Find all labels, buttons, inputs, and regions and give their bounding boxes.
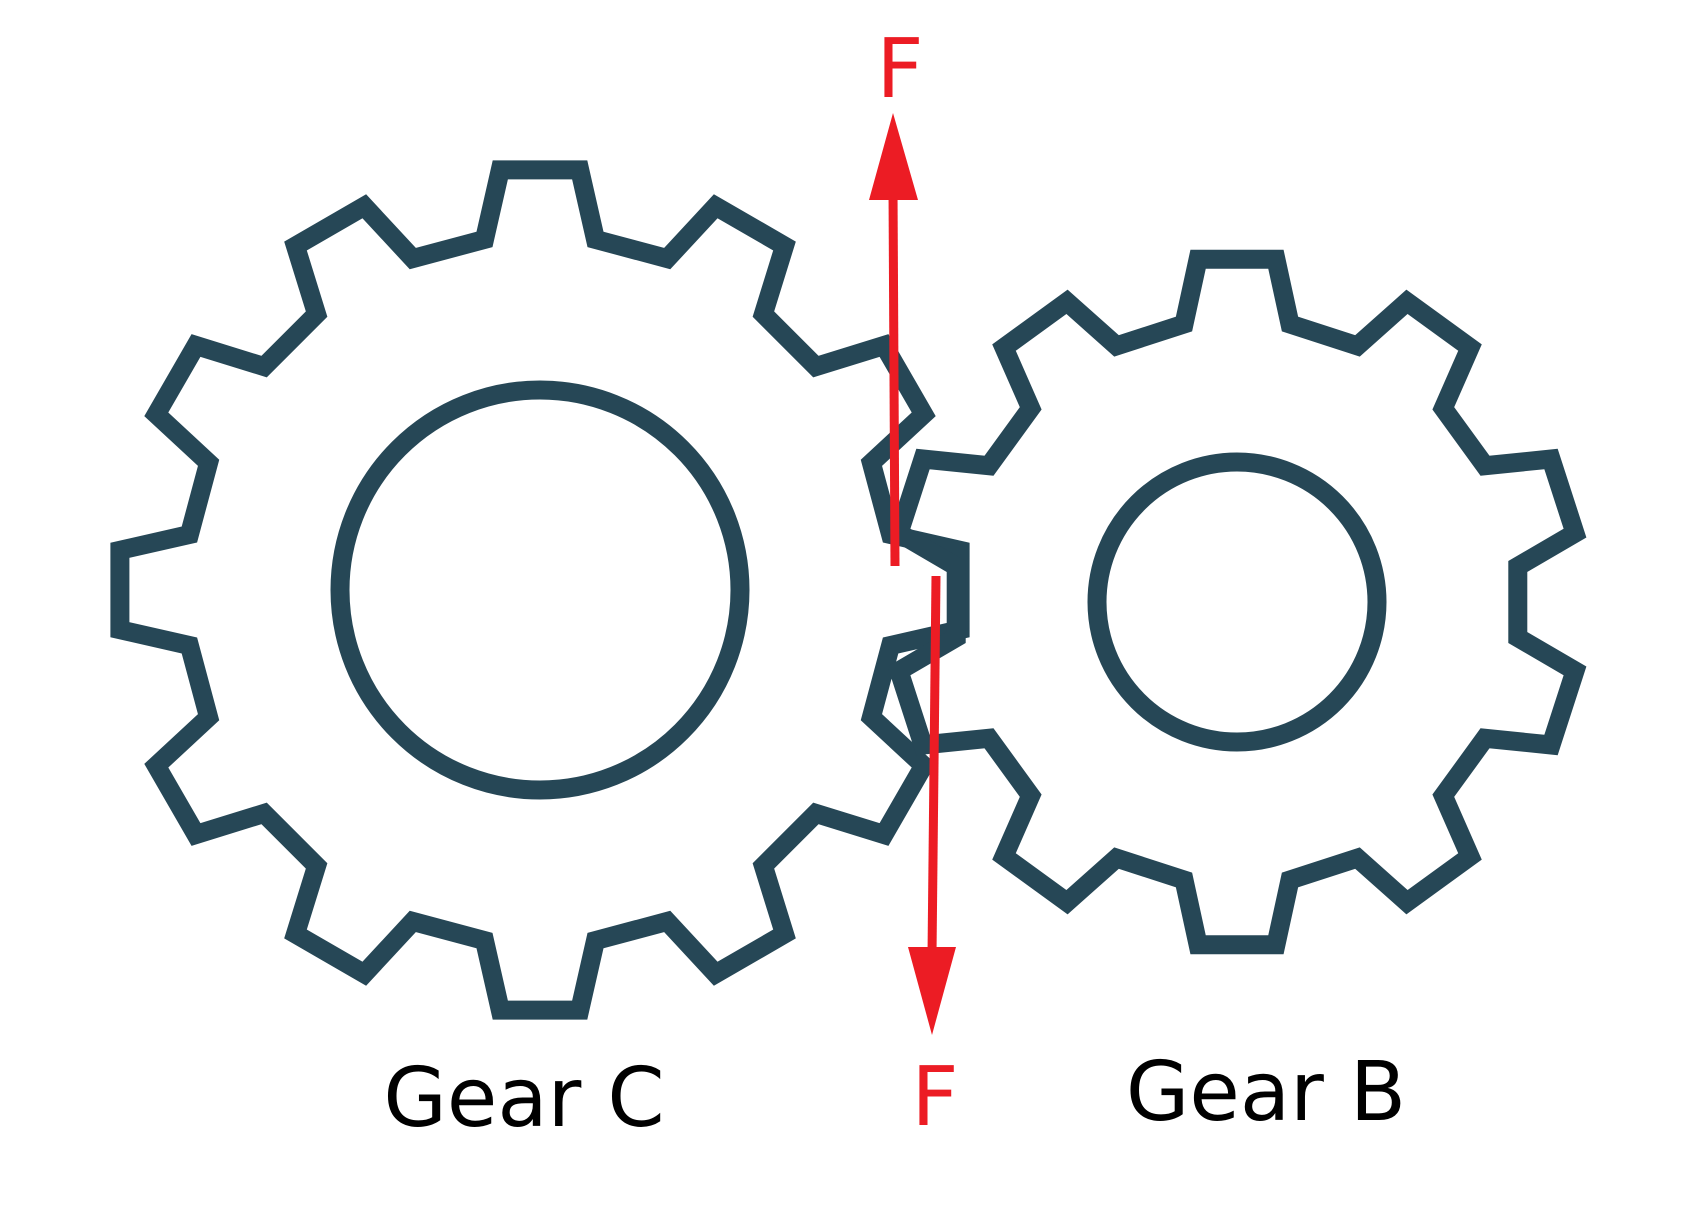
- gear-b-hub: [1087, 452, 1387, 752]
- force-down-arrowhead: [908, 947, 956, 1035]
- force-down: F: [908, 575, 959, 1145]
- force-up-arrowhead: [869, 113, 918, 200]
- gear-b: [887, 249, 1587, 955]
- gear-c-hub: [330, 380, 750, 800]
- gear-c: [110, 160, 970, 1020]
- force-down-shaft: [927, 575, 941, 956]
- gear-b-label: Gear B: [1126, 1045, 1406, 1140]
- force-up: F: [869, 22, 924, 567]
- force-down-label: F: [911, 1050, 958, 1145]
- gear-b-outline: [887, 249, 1587, 955]
- force-up-label: F: [876, 22, 923, 117]
- gear-c-outline: [110, 160, 970, 1020]
- gear-c-label: Gear C: [383, 1051, 664, 1146]
- force-up-shaft: [888, 187, 900, 567]
